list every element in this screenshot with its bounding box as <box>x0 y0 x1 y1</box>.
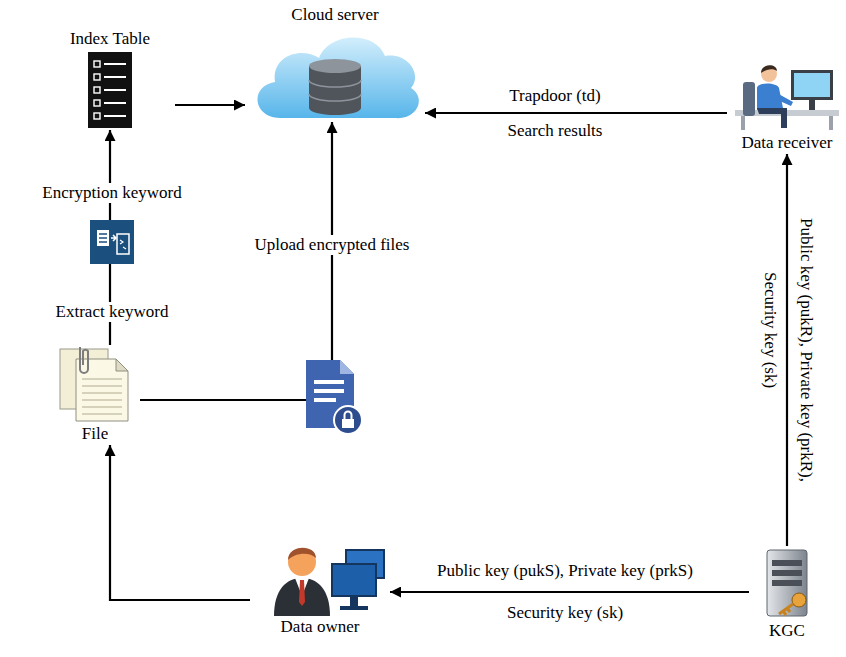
index-table-node: Index Table <box>45 28 175 130</box>
kgc-server-node: KGC <box>749 546 825 642</box>
node-label: Data receiver <box>741 132 832 154</box>
node-label: Data owner <box>281 616 360 638</box>
node-icon <box>50 345 140 423</box>
node-icon <box>749 546 825 620</box>
node-icon <box>250 540 390 616</box>
node-icon <box>245 26 425 122</box>
flow-arrow <box>786 154 788 546</box>
node-icon <box>45 50 175 130</box>
node-label: Cloud server <box>291 4 378 26</box>
key-label: Security key (sk) <box>504 603 626 623</box>
edge-label: Trapdoor (td) <box>506 86 603 106</box>
edge-label: Public key (pukS), Private key (prkS) <box>434 561 696 581</box>
node-label: Index Table <box>70 28 150 50</box>
flow-arrow <box>110 445 250 600</box>
node-label: KGC <box>769 620 805 642</box>
node-icon <box>727 58 846 132</box>
encryption-icon <box>90 220 134 264</box>
file-node: File <box>50 345 140 445</box>
flow-arrow <box>175 104 245 106</box>
edge-label: Upload encrypted files <box>252 235 413 255</box>
flow-arrow <box>390 591 749 593</box>
data-receiver-node: Data receiver <box>727 58 846 154</box>
flow-arrow <box>425 112 727 114</box>
flow-arrow <box>140 122 332 400</box>
cloud-server-node: Cloud server <box>245 4 425 122</box>
encrypted-file-icon <box>300 356 364 436</box>
step-label: Encryption keyword <box>39 183 184 203</box>
edge-label: Public key (pukR), Private key (prkR), <box>796 215 816 485</box>
node-label: File <box>82 423 108 445</box>
flow-label: Search results <box>505 121 606 141</box>
step-label: Extract keyword <box>53 302 172 322</box>
data-owner-node: Data owner <box>250 540 390 638</box>
key-label: Security key (sk) <box>760 269 780 391</box>
